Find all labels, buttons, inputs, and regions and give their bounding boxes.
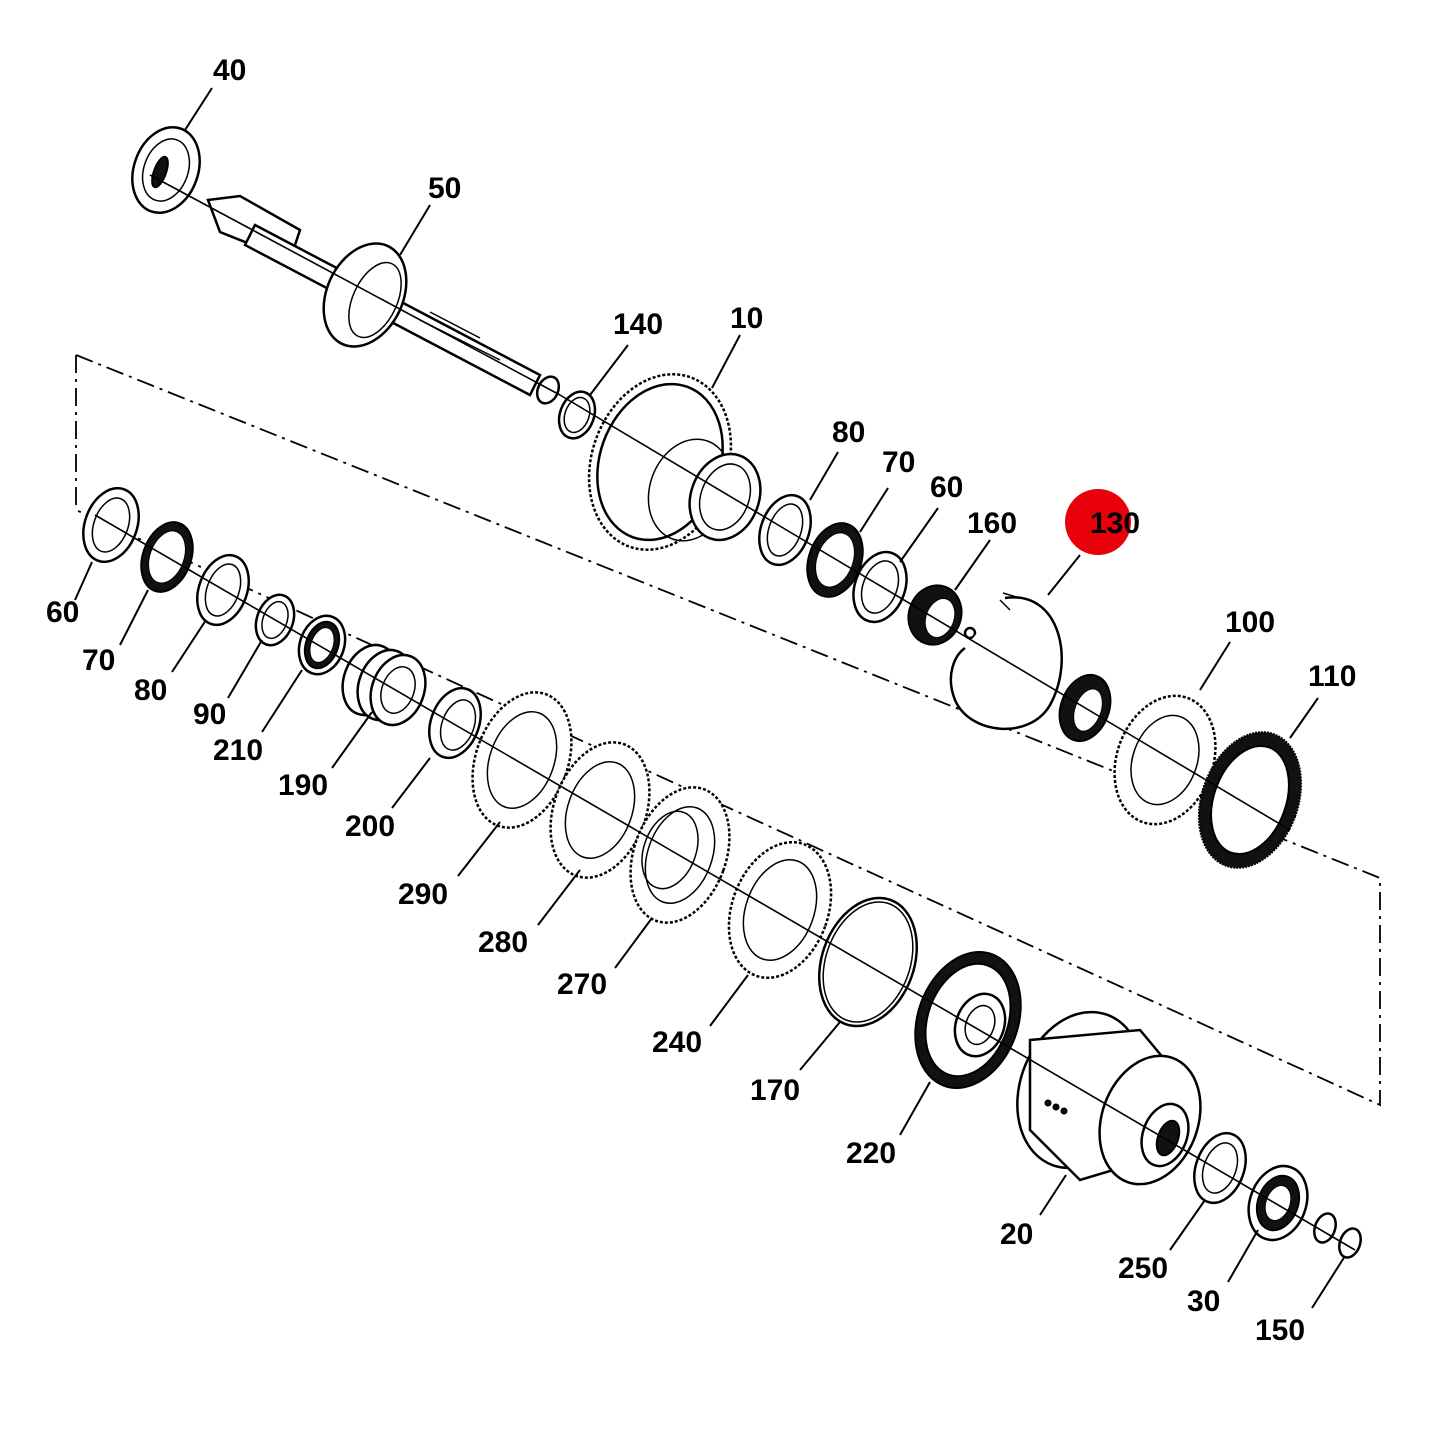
centerlines [94, 174, 1356, 1251]
callout-70[interactable]: 70 [882, 446, 915, 479]
callout-190[interactable]: 190 [278, 769, 328, 802]
callout-170[interactable]: 170 [750, 1074, 800, 1107]
part-30-bearing[interactable] [1239, 1158, 1318, 1249]
part-190-spring[interactable] [333, 637, 434, 732]
callout-60-lower[interactable]: 60 [46, 596, 79, 629]
callout-280[interactable]: 280 [478, 926, 528, 959]
callout-220[interactable]: 220 [846, 1137, 896, 1170]
part-240-clutch-plate[interactable] [711, 828, 849, 992]
highlight-marker [1065, 489, 1131, 555]
callout-270[interactable]: 270 [557, 968, 607, 1001]
leader-lines [74, 87, 1346, 1309]
callout-70-lower[interactable]: 70 [82, 644, 115, 677]
part-170-o-ring[interactable] [802, 884, 934, 1040]
callout-80[interactable]: 80 [832, 416, 865, 449]
part-140-ring[interactable] [553, 387, 601, 444]
part-290-clutch-plate[interactable] [455, 678, 589, 841]
part-210-seal[interactable] [291, 609, 353, 680]
part-50-input-shaft[interactable] [206, 194, 563, 407]
callout-290[interactable]: 290 [398, 878, 448, 911]
part-150-snap-rings[interactable] [1310, 1210, 1364, 1260]
callout-80-lower[interactable]: 80 [134, 674, 167, 707]
part-200-ring[interactable] [420, 681, 490, 765]
callout-labels: 40 50 140 10 80 70 60 160 130 100 110 60… [46, 54, 1356, 1347]
part-20-clutch-housing[interactable] [996, 994, 1217, 1198]
part-130-snap-ring[interactable] [949, 592, 1063, 730]
callout-140[interactable]: 140 [613, 308, 663, 341]
callout-20[interactable]: 20 [1000, 1218, 1033, 1251]
callout-110[interactable]: 110 [1308, 660, 1356, 693]
callout-200[interactable]: 200 [345, 810, 395, 843]
callout-90[interactable]: 90 [193, 698, 226, 731]
callout-240[interactable]: 240 [652, 1026, 702, 1059]
part-60a-washer[interactable] [844, 545, 916, 630]
callout-100[interactable]: 100 [1225, 606, 1275, 639]
callout-60[interactable]: 60 [930, 471, 963, 504]
callout-150[interactable]: 150 [1255, 1314, 1305, 1347]
part-70a-seal[interactable] [798, 515, 873, 604]
callout-130[interactable]: 130 [1090, 507, 1140, 540]
subassembly-boundary [75, 354, 1381, 1107]
callout-30[interactable]: 30 [1187, 1285, 1220, 1318]
part-40-bearing[interactable] [121, 118, 211, 223]
callout-250[interactable]: 250 [1118, 1252, 1168, 1285]
callout-160[interactable]: 160 [967, 507, 1017, 540]
callout-210[interactable]: 210 [213, 734, 263, 767]
part-110-friction-disc[interactable] [1181, 718, 1319, 882]
callout-40[interactable]: 40 [213, 54, 246, 87]
part-220-piston[interactable] [897, 937, 1039, 1103]
callout-10[interactable]: 10 [730, 302, 763, 335]
callout-50[interactable]: 50 [428, 172, 461, 205]
part-10-gear[interactable] [565, 354, 772, 570]
part-160-needle-bearing[interactable] [900, 578, 977, 652]
